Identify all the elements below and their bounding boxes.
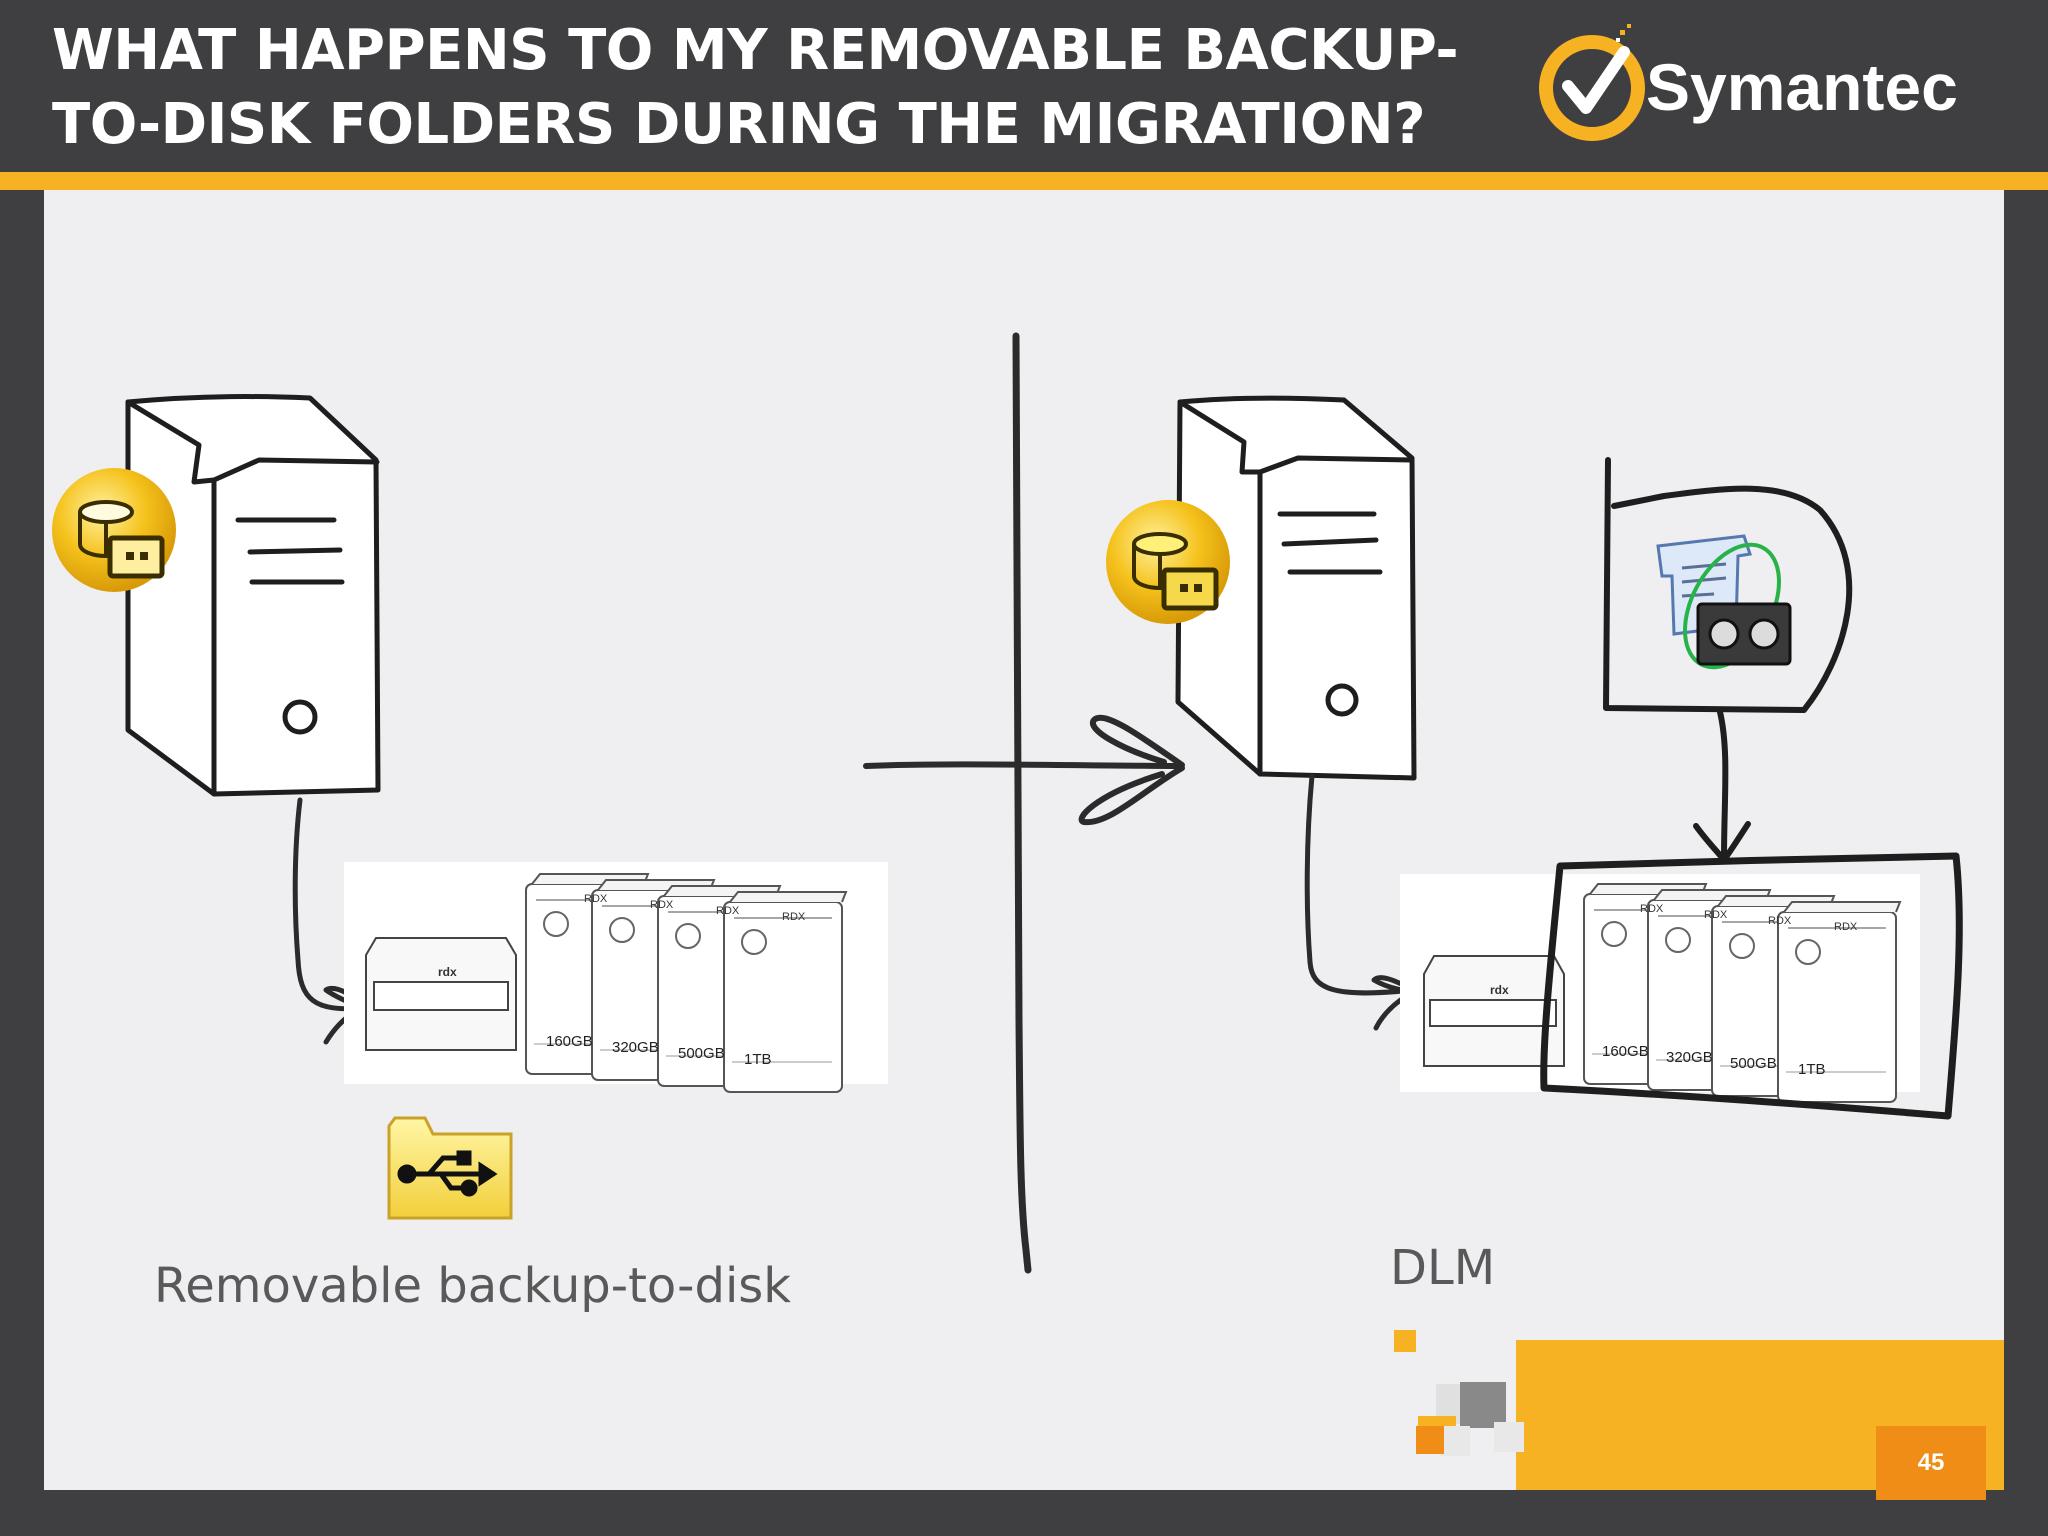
connector-arrow-right: [1304, 773, 1417, 1031]
diagram: rdx RDX RDX RDX RDX 160GB 320GB 500GB 1T…: [52, 332, 2004, 1490]
slide-title: WHAT HAPPENS TO MY REMOVABLE BACKUP-TO-D…: [52, 18, 1459, 157]
cartridge-brand: RDX: [584, 893, 608, 905]
accent-bar: [0, 172, 2048, 190]
cartridge-capacity: 320GB: [1666, 1049, 1713, 1066]
divider-line: [1012, 332, 1032, 1274]
cartridge-capacity: 500GB: [678, 1045, 725, 1062]
rdx-media-left: rdx RDX RDX RDX RDX 160GB 320GB 500GB 1T…: [344, 862, 888, 1093]
checkmark-logo-icon: [1539, 24, 1645, 141]
drive-label: rdx: [1490, 983, 1509, 997]
server-right: [1175, 395, 1417, 781]
symantec-logo: Symantec: [1539, 24, 1958, 141]
cartridge-capacity: 1TB: [1798, 1061, 1826, 1078]
rdx-drive-left: rdx: [365, 937, 517, 1051]
job-to-media-arrow: [1693, 709, 1751, 863]
migration-arrow: [863, 714, 1185, 826]
backup-job-box: [1603, 457, 1853, 713]
server-left: [125, 394, 381, 797]
label-removable-backup: Removable backup-to-disk: [154, 1258, 792, 1314]
cartridge-capacity: 160GB: [1602, 1043, 1649, 1060]
backup-job-icon: [1656, 534, 1792, 670]
header-bar: WHAT HAPPENS TO MY REMOVABLE BACKUP-TO-D…: [0, 0, 2048, 172]
cartridge-brand: RDX: [716, 905, 740, 917]
usb-folder-icon: [387, 1116, 513, 1220]
cartridge-capacity: 320GB: [612, 1039, 659, 1056]
storage-icon: [52, 468, 176, 592]
cartridge-brand: RDX: [1834, 921, 1858, 933]
cartridge-brand: RDX: [1704, 909, 1728, 921]
drive-label: rdx: [438, 965, 457, 979]
rdx-media-right: rdx RDX RDX RDX RDX 160GB 320GB 500GB 1T…: [1400, 874, 1920, 1103]
cartridge-capacity: 1TB: [744, 1051, 772, 1068]
label-dlm: DLM: [1390, 1240, 1496, 1296]
diagram-canvas: rdx RDX RDX RDX RDX 160GB 320GB 500GB 1T…: [44, 190, 2004, 1490]
page-number: 45: [1876, 1426, 1986, 1500]
brand-name: Symantec: [1646, 50, 1958, 124]
cartridge-highlight-box: [1540, 852, 1963, 1120]
connector-arrow-left: [292, 797, 367, 1045]
cartridge-brand: RDX: [1640, 903, 1664, 915]
storage-icon: [1106, 500, 1230, 624]
rdx-drive-right: rdx: [1423, 955, 1565, 1067]
cartridge-capacity: 160GB: [546, 1033, 593, 1050]
cartridge-brand: RDX: [1768, 915, 1792, 927]
cartridge-brand: RDX: [650, 899, 674, 911]
cartridge-capacity: 500GB: [1730, 1055, 1777, 1072]
cartridge-brand: RDX: [782, 911, 806, 923]
